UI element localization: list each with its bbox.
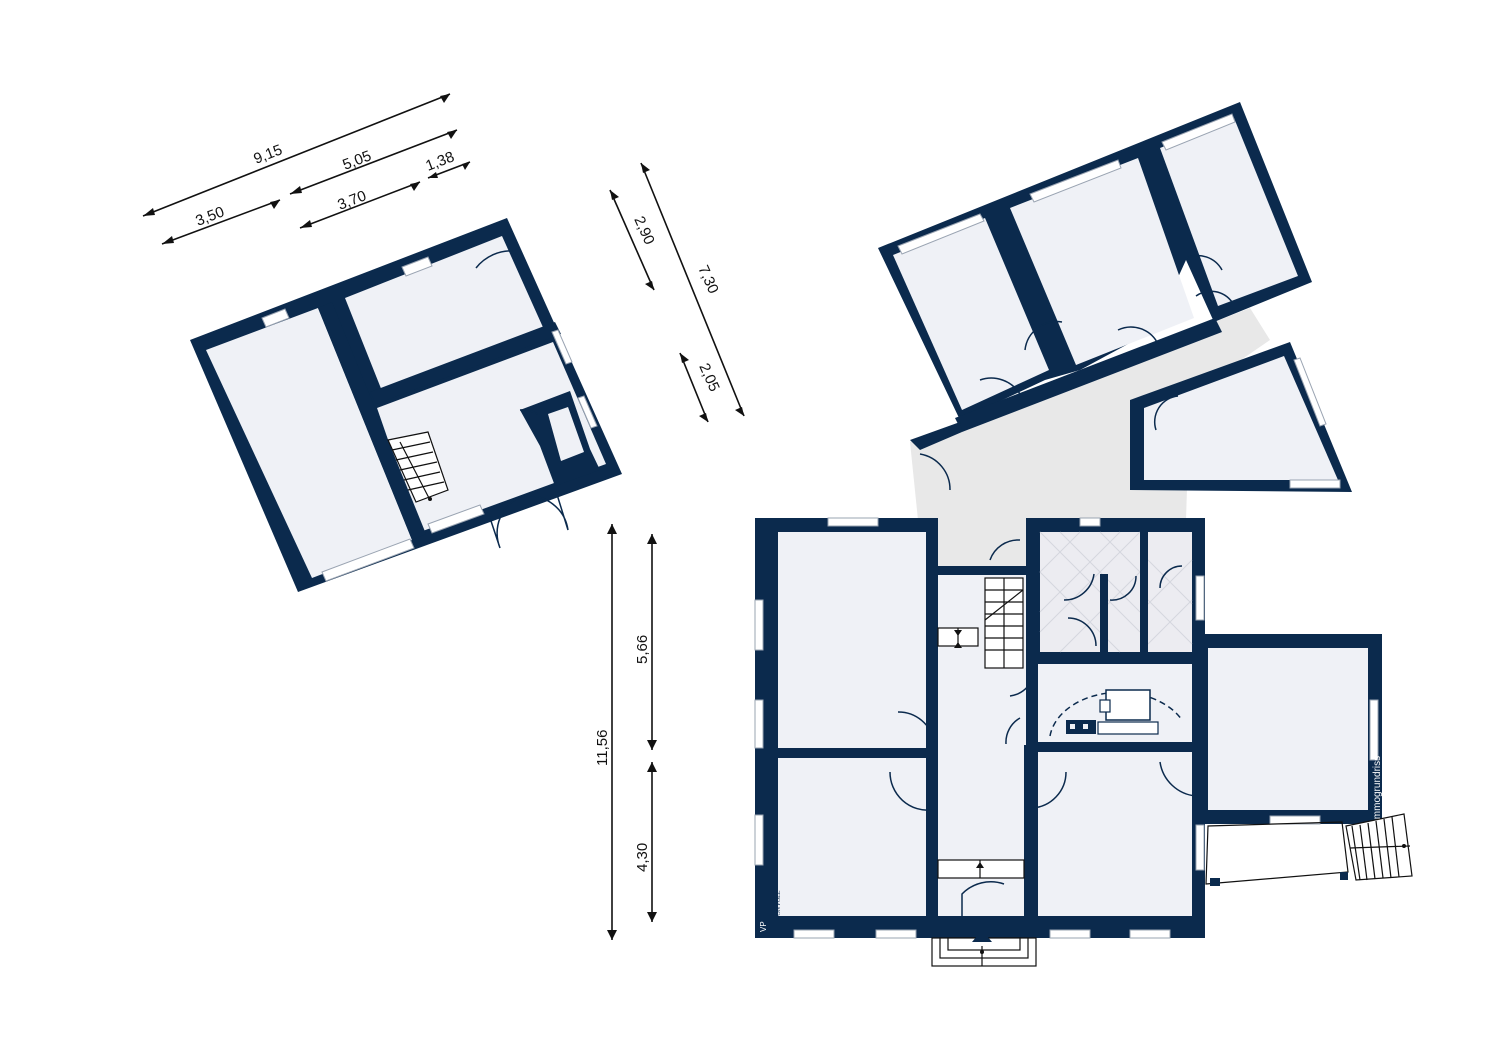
dim-2-05: 2,05 [695, 361, 722, 395]
entry-steps [931, 930, 1037, 967]
vertical-dimensions: 11,56 5,66 4,30 [594, 524, 657, 940]
annex-room [1208, 648, 1368, 810]
annex-stairs [1345, 813, 1413, 881]
wing-room-3 [1160, 118, 1298, 306]
wing-room-triangle [1144, 356, 1338, 480]
main-building: VP VON POLL [754, 517, 1205, 967]
dim-11-56: 11,56 [594, 730, 611, 766]
kitchen-fixtures [1049, 689, 1183, 737]
svg-text:VON POLL: VON POLL [776, 890, 782, 920]
wing-room-1 [893, 218, 1049, 410]
dim-5-05: 5,05 [340, 147, 373, 173]
main-stairs [984, 577, 1024, 669]
dim-4-30: 4,30 [634, 843, 651, 872]
left-stairs [387, 431, 449, 503]
main-room-bottomleft [778, 758, 926, 916]
main-room-bottomright [1034, 752, 1192, 916]
top-dimensions: 9,15 3,50 5,05 3,70 1,38 [142, 93, 471, 245]
left-building [190, 218, 622, 592]
right-annex: Immogrundriss [1196, 634, 1413, 886]
dim-5-66: 5,66 [634, 635, 651, 664]
watermark: Immogrundriss [1372, 756, 1383, 822]
left-room-top [345, 236, 546, 396]
main-room-topleft [778, 532, 926, 748]
dim-7-30: 7,30 [694, 263, 721, 297]
dim-9-15: 9,15 [251, 141, 284, 167]
bathroom [1039, 531, 1193, 654]
side-dimensions: 2,90 7,30 2,05 [609, 162, 745, 423]
dim-1-38: 1,38 [423, 148, 456, 174]
left-top-door [475, 250, 533, 291]
svg-text:VP: VP [759, 921, 768, 932]
wing-room-2 [1010, 158, 1194, 365]
von-poll-logo: VP VON POLL [756, 890, 782, 936]
right-wing [878, 102, 1352, 520]
dim-3-70: 3,70 [335, 187, 368, 213]
left-room-large [206, 308, 412, 578]
dim-2-90: 2,90 [630, 214, 657, 248]
